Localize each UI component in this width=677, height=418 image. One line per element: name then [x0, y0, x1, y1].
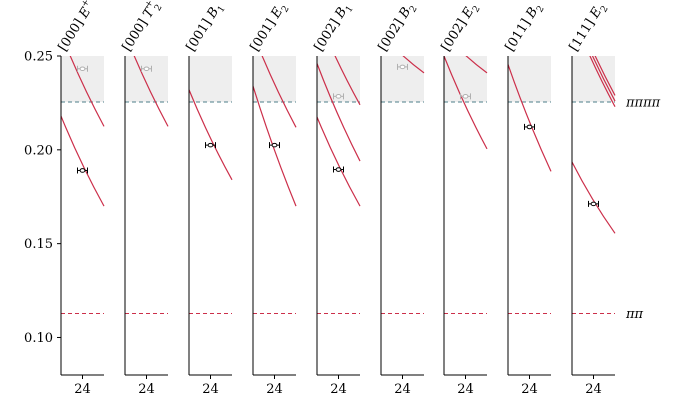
data-point-0 [460, 93, 471, 100]
panel-5: 24 [002] B2 [376, 0, 425, 397]
panel-irrep-label: [001] E2 [248, 0, 292, 56]
curves [133, 56, 169, 127]
data-point-0 [141, 65, 152, 72]
panel-1: 24 [000] T+2 [118, 0, 169, 397]
shaded-region [253, 56, 296, 102]
panel-7: 24 [011] B2 [503, 0, 552, 397]
panel-irrep-label: [111] E2 [567, 0, 611, 56]
data-point-0 [269, 142, 280, 149]
panel-irrep-label: [002] E2 [439, 0, 483, 56]
x-tick-label: 24 [74, 382, 91, 397]
curves [402, 56, 425, 74]
energy-curve-1 [316, 63, 361, 162]
curves [60, 56, 105, 207]
energy-curve-0 [133, 56, 169, 127]
panel-irrep-label: [002] B2 [376, 0, 420, 56]
energy-curve-1 [69, 56, 105, 127]
y-tick-label: 0.20 [24, 143, 53, 158]
x-tick-label: 24 [394, 382, 411, 397]
energy-curve-3 [594, 56, 616, 96]
curves [443, 56, 488, 150]
y-tick-label: 0.25 [24, 50, 53, 65]
shaded-region [381, 56, 424, 102]
x-tick-label: 24 [521, 382, 538, 397]
panel-8: 24 [111] E2 [567, 0, 616, 397]
x-tick-label: 24 [266, 382, 283, 397]
curves [571, 56, 616, 234]
y-tick-label: 0.15 [24, 237, 53, 252]
shaded-region [508, 56, 551, 102]
y-tick-label: 0.10 [24, 331, 53, 346]
energy-curve-0 [443, 56, 488, 150]
data-point-0 [397, 63, 408, 70]
panel-6: 24 [002] E2 [439, 0, 488, 397]
panel-4: 24 [002] B1 [312, 0, 361, 397]
energy-curve-2 [591, 56, 616, 102]
energy-curve-0 [316, 116, 361, 207]
threshold-label-0: ππππ [625, 95, 661, 110]
energy-curve-2 [334, 56, 361, 106]
panel-irrep-label: [011] B2 [503, 0, 547, 56]
x-tick-label: 24 [457, 382, 474, 397]
energy-curve-1 [261, 56, 297, 128]
curves [507, 64, 552, 172]
panels-group: 24 [000] E+ 24 [000] T+2 24 [001] B1 24 [001] E… [54, 0, 616, 397]
energy-curve-0 [402, 56, 425, 74]
panel-irrep-label: [000] E+ [54, 0, 98, 54]
curves [188, 89, 233, 181]
x-tick-label: 24 [138, 382, 155, 397]
energy-curve-0 [571, 161, 616, 234]
y-axis: 0.10 0.15 0.20 0.25 [24, 50, 61, 346]
data-point-0 [588, 200, 599, 207]
shaded-region [189, 56, 232, 102]
energy-curve-0 [188, 89, 233, 181]
data-point-0 [205, 142, 216, 149]
panel-3: 24 [001] E2 [248, 0, 297, 397]
panel-0: 24 [000] E+ [54, 0, 105, 397]
data-point-1 [333, 93, 344, 100]
threshold-label-1: ππ [625, 307, 644, 322]
panel-irrep-label: [001] B1 [184, 0, 228, 56]
x-tick-label: 24 [585, 382, 602, 397]
panel-2: 24 [001] B1 [184, 0, 233, 397]
energy-curve-1 [589, 56, 616, 107]
panel-irrep-label: [002] B1 [312, 0, 356, 56]
shaded-region [125, 56, 168, 102]
panel-irrep-label: [000] T+2 [118, 0, 165, 56]
x-tick-label: 24 [202, 382, 219, 397]
energy-curve-1 [465, 56, 488, 74]
x-tick-label: 24 [330, 382, 347, 397]
energy-curve-0 [60, 115, 105, 207]
data-point-0 [333, 166, 344, 173]
shaded-region [61, 56, 104, 102]
energy-curve-0 [507, 64, 552, 172]
data-point-1 [77, 65, 88, 72]
data-point-0 [524, 123, 535, 130]
data-point-0 [77, 167, 88, 174]
curves [316, 56, 361, 207]
